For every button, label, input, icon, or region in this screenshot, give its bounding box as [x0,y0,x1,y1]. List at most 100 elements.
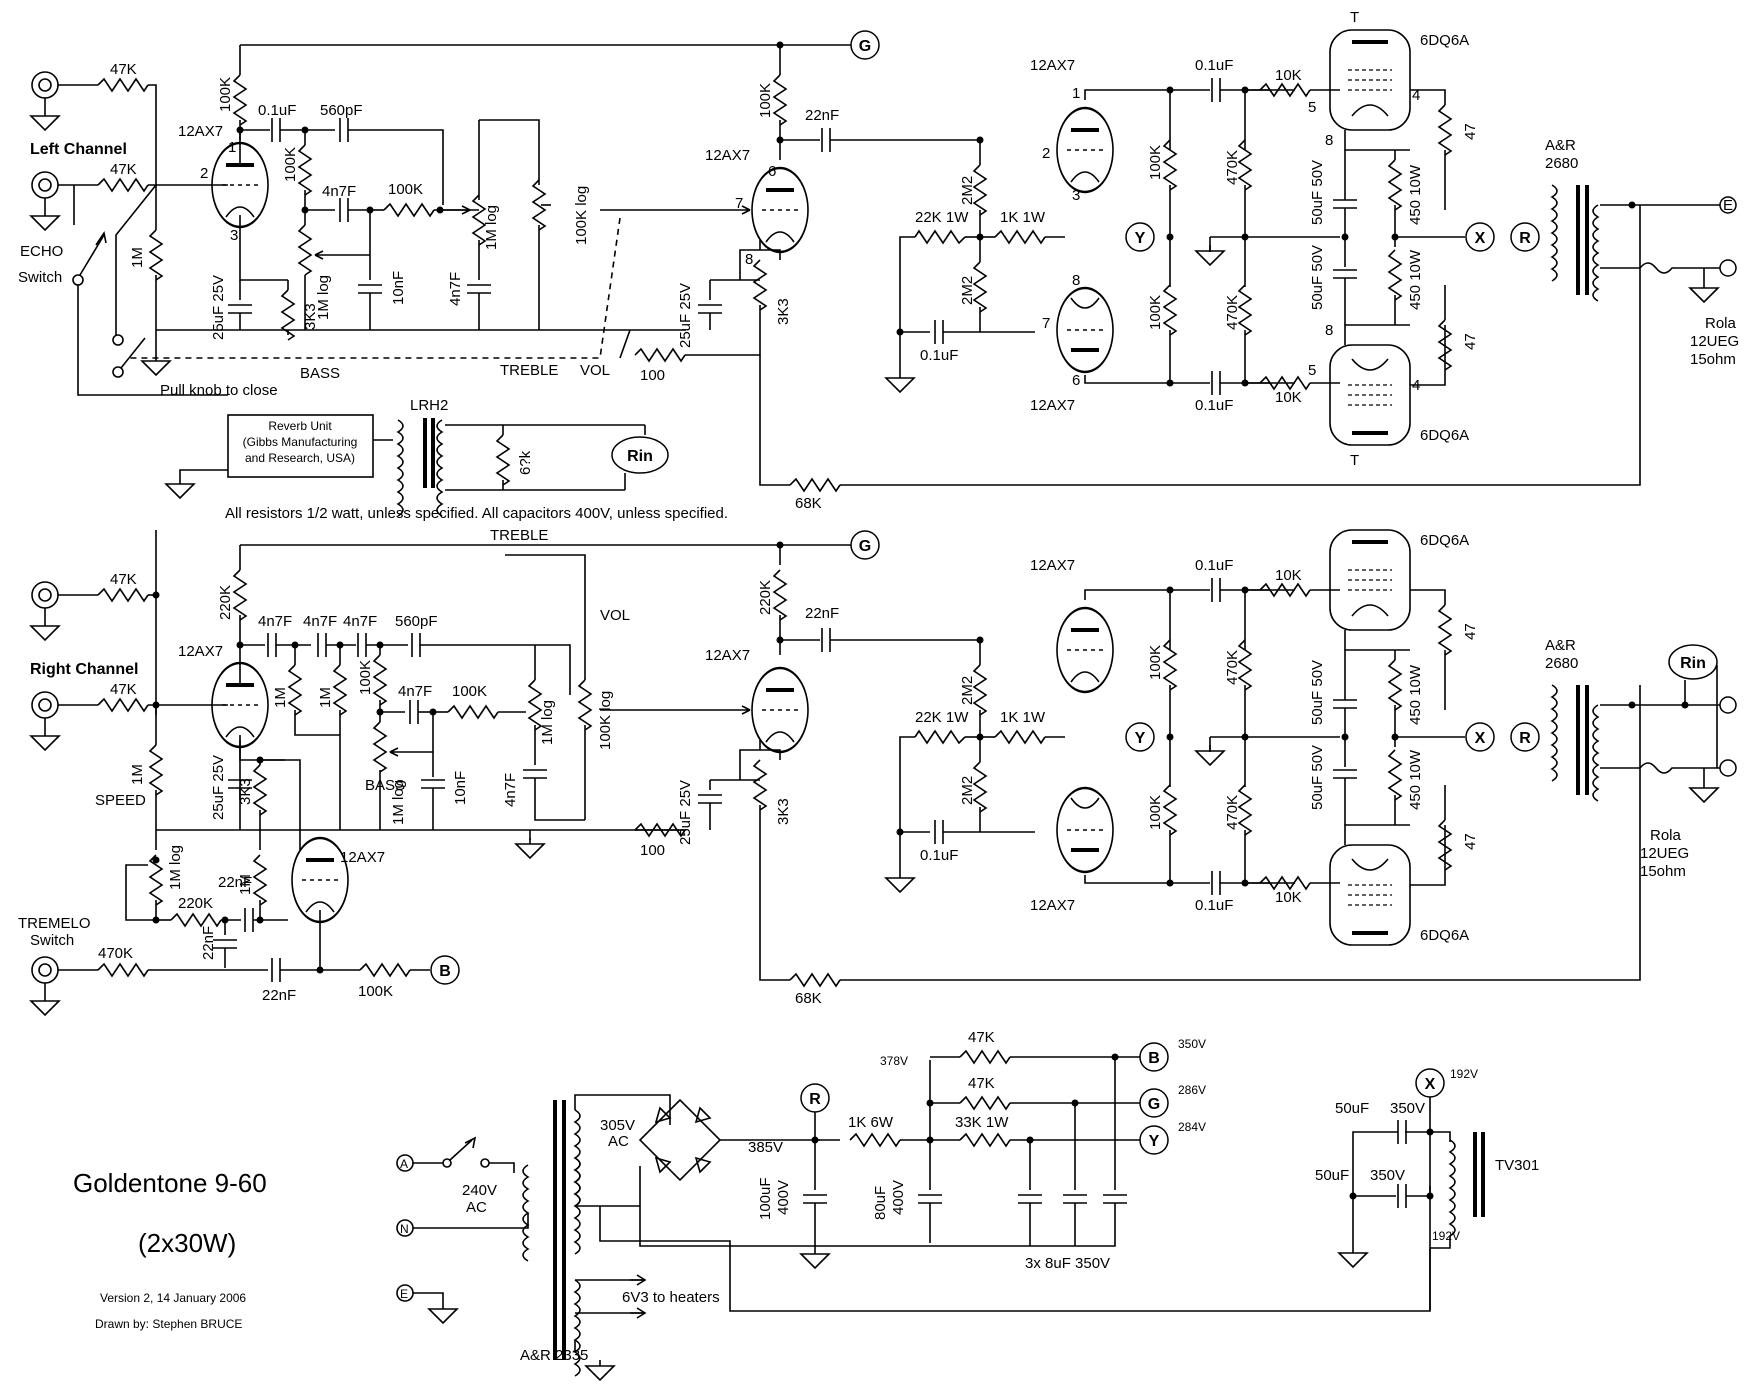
pin-label: 8 [1325,132,1333,149]
left-r-cath2-label: 3K3 [775,298,792,325]
right-r450a-label: 450 10W [1407,664,1424,725]
left-tube3-label: 12AX7 [1030,57,1075,74]
left-r47b-label: 47 [1462,333,1479,350]
reverb-line2: (Gibbs Manufacturing [243,435,358,449]
pin-label: 1 [228,139,236,156]
right-r47a-label: 47 [1462,623,1479,640]
right-c-b-label: 4n7F [303,613,337,630]
ground-icon [885,371,915,393]
right-r-plate-label: 220K [217,585,234,620]
ground-icon [585,1359,615,1381]
left-spk1-label: Rola [1705,315,1737,332]
pin-label: 7 [1042,315,1050,332]
ground-icon [800,1247,830,1269]
right-r-plate2-label: 220K [757,580,774,615]
left-node-x [1465,222,1495,252]
right-channel: 47K 47K Right Channel 1M 12AX7 220K 4n7F… [18,527,1737,1016]
echo-label: ECHO [20,243,63,260]
pin-label: 2 [1042,145,1050,162]
right-r1m-b-label: 1M [317,687,334,708]
right-tube3b-label: 12AX7 [1030,897,1075,914]
psu-c50bv-label: 350V [1370,1167,1405,1184]
pin-label: 3 [230,227,238,244]
left-pi-2m2a-label: 2M2 [959,176,976,205]
right-c-a-label: 4n7F [258,613,292,630]
right-ot2-label: 2680 [1545,655,1578,672]
pin-label: 5 [1308,362,1316,379]
tremelo-switch-jack[interactable] [31,956,59,984]
pin-label: 4 [1412,87,1420,104]
right-r100-label: 100 [640,842,665,859]
mains-a-label: A [400,1157,408,1171]
right-bass-label: BASS [365,777,405,794]
right-pot-treble-label: 1M log [539,700,556,745]
right-node-x [1465,722,1495,752]
right-channel-label: Right Channel [30,661,138,678]
right-pwr-top-label: 6DQ6A [1420,532,1469,549]
pin-label: T [1350,9,1359,26]
ground-icon [428,1302,458,1324]
left-c-bot-label: 0.1uF [1195,397,1233,414]
right-c-bass-label: 10nF [452,771,469,805]
left-c-couple-label: 22nF [805,107,839,124]
psu-r47b-label: 47K [968,1075,995,1092]
left-c-tone-label: 4n7F [322,183,356,200]
psu-node-b-label: B [1148,1050,1160,1067]
left-r-cath-label: 3K3 [302,303,319,330]
speed-label: SPEED [95,792,146,809]
right-tube2-label: 12AX7 [705,647,750,664]
left-r100k-a-label: 100K [1147,145,1164,180]
right-c-bypass2-label: 25uF 25V [677,780,694,845]
right-r-tone-a-label: 100K [357,660,374,695]
left-v2-triode [750,166,810,254]
drawn-by-label: Drawn by: Stephen BRUCE [95,1317,242,1331]
left-input-jack-1[interactable] [31,71,59,99]
ground-icon [1195,244,1225,266]
right-input-jack-1[interactable] [31,581,59,609]
left-pot-treble-label: 1M log [483,205,500,250]
right-r-in2-label: 47K [110,681,137,698]
left-input-jack-2[interactable] [31,171,59,199]
left-r100k-label: 100K [282,147,299,182]
left-ot1-label: A&R [1545,137,1576,154]
left-pi-1k-label: 1K 1W [1000,209,1046,226]
pin-label: 6 [768,163,776,180]
v192b-label: 192V [1432,1229,1460,1243]
left-r-plate2-label: 100K [757,83,774,118]
left-node-x-label: X [1475,230,1486,247]
right-c-treble-label: 4n7F [502,773,519,807]
rin-node [611,436,669,474]
v192a-label: 192V [1450,1067,1478,1081]
left-r47a-label: 47 [1462,123,1479,140]
choke-label: TV301 [1495,1157,1539,1174]
left-r10k-bot-label: 10K [1275,389,1302,406]
reverb-line1: Reverb Unit [268,419,332,433]
right-power-tube-top [1328,528,1412,632]
ground-icon [1195,744,1225,766]
left-r450b-label: 450 10W [1407,249,1424,310]
right-r-grid-label: 1M [129,764,146,785]
ground-icon [30,209,60,231]
pin-label: 2 [200,165,208,182]
mains-n-label: N [400,1222,409,1236]
psu-node-r-label: R [809,1091,821,1108]
left-tube3b-label: 12AX7 [1030,397,1075,414]
psu-node-b [1139,1042,1169,1072]
note-label: All resistors 1/2 watt, unless specified… [225,505,728,522]
right-input-jack-2[interactable] [31,691,59,719]
c80v-label: 400V [890,1180,907,1215]
v284-label: 284V [1178,1120,1206,1134]
right-c-bypass-label: 25uF 25V [210,755,227,820]
right-r-cath2-label: 3K3 [775,798,792,825]
right-c50b-label: 50uF 50V [1309,745,1326,810]
psu-node-y-label: Y [1149,1133,1160,1150]
right-node-y-label: Y [1135,730,1146,747]
right-vol-label: VOL [600,607,630,624]
left-c2-label: 560pF [320,102,363,119]
left-r-in2-label: 47K [110,161,137,178]
right-pi-lower [1055,786,1115,874]
reverb-unit-box [227,414,374,478]
mains-v-label: 240V [462,1182,497,1199]
left-r450a-label: 450 10W [1407,164,1424,225]
page-title: Goldentone 9-60 [73,1168,267,1198]
